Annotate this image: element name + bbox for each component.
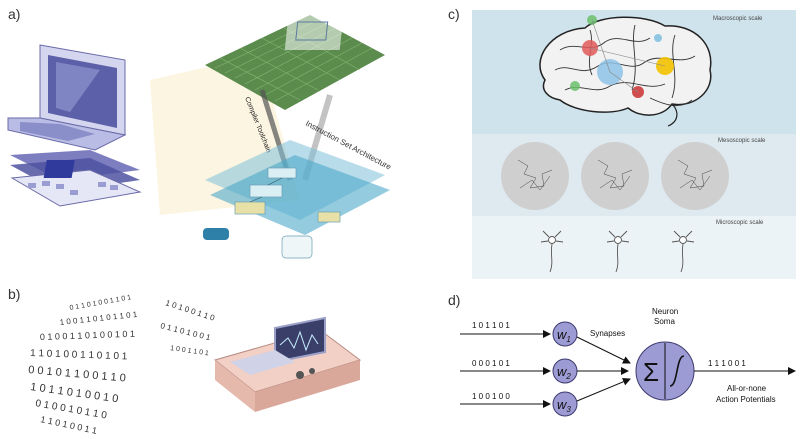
mesoscopic-label: Mesoscopic scale xyxy=(718,138,766,144)
soma-label: Soma xyxy=(654,317,675,326)
oscilloscope-icon xyxy=(213,316,362,412)
soma-node: Σ xyxy=(635,341,695,401)
panel-c-label: c) xyxy=(448,6,460,22)
output-label-2: Action Potentials xyxy=(716,395,776,404)
svg-text:w1: w1 xyxy=(557,327,571,344)
svg-text:0 0 1 0 1 1 0 0 1 1 0: 0 0 1 0 1 1 0 0 1 1 0 xyxy=(28,364,127,384)
synapses-label: Synapses xyxy=(590,329,625,338)
output-label-1: All-or-none xyxy=(727,384,767,393)
laptop-icon xyxy=(7,44,142,207)
weight-node-2: w2 xyxy=(552,358,578,384)
output-bits: 1 1 1 0 0 1 xyxy=(708,359,746,368)
panel-a-label: a) xyxy=(8,6,21,22)
svg-text:1 0 0 1 1 0 1: 1 0 0 1 1 0 1 xyxy=(170,345,210,357)
macroscopic-label: Macroscopic scale xyxy=(713,16,763,22)
input-bits-1: 1 0 1 1 0 1 xyxy=(472,321,510,330)
neuron-label: Neuron xyxy=(652,307,678,316)
input-bits-2: 0 0 0 1 0 1 xyxy=(472,359,510,368)
panel-c: c) Macroscopic scale Mesoscopic scale Mi… xyxy=(440,0,800,285)
svg-text:0 1 0 0 1 1 0 1 0 0 1 0 1: 0 1 0 0 1 1 0 1 0 0 1 0 1 xyxy=(40,329,135,342)
svg-text:0 1 1 0 1 0 0 1: 0 1 1 0 1 0 0 1 xyxy=(160,321,212,342)
svg-text:1 1 0 1 0 0 1 1 0 1 0 1: 1 1 0 1 0 0 1 1 0 1 0 1 xyxy=(30,348,128,362)
svg-text:w3: w3 xyxy=(557,397,571,414)
neuron-model-diagram: 1 0 1 1 0 1 0 0 0 1 0 1 1 0 0 1 0 0 w1 w… xyxy=(460,307,796,417)
svg-text:1 0 0 1 1 0 1 0 1 1 0 1: 1 0 0 1 1 0 1 0 1 1 0 1 xyxy=(59,310,138,327)
computer-architecture-illustration: Compiler Toolchain Instruction Set Archi… xyxy=(7,15,393,259)
panel-d: d) 1 0 1 1 0 1 0 0 0 1 0 1 1 0 0 1 0 0 w… xyxy=(440,288,800,434)
panel-a: a) xyxy=(0,0,420,275)
chip-grid-icon xyxy=(205,15,385,110)
single-neuron-icon xyxy=(540,230,695,273)
binary-wave-illustration: 0 1 1 0 1 0 0 1 1 0 1 1 0 0 1 1 0 1 0 1 … xyxy=(28,294,362,436)
neural-population-icon xyxy=(501,142,729,210)
panel-b: b) 0 1 1 0 1 0 0 1 1 0 1 1 0 0 1 1 0 1 0… xyxy=(0,280,420,436)
sum-symbol: Σ xyxy=(643,357,659,387)
microscopic-label: Microscopic scale xyxy=(716,220,764,226)
panel-b-label: b) xyxy=(8,286,21,302)
svg-text:w2: w2 xyxy=(557,364,571,381)
brain-icon xyxy=(539,15,712,127)
svg-text:1 0 1 0 0 1 1 0: 1 0 1 0 0 1 1 0 xyxy=(164,298,216,323)
brain-scales-illustration: Macroscopic scale Mesoscopic scale Micro… xyxy=(472,10,796,279)
weight-node-1: w1 xyxy=(552,321,578,347)
step-function-icon xyxy=(669,355,685,387)
input-bits-3: 1 0 0 1 0 0 xyxy=(472,392,510,401)
svg-text:0 1 1 0 1 0 0 1 1 0 1: 0 1 1 0 1 0 0 1 1 0 1 xyxy=(69,294,132,312)
microscopic-band xyxy=(472,216,796,279)
weight-node-3: w3 xyxy=(552,391,578,417)
panel-d-label: d) xyxy=(448,292,461,308)
